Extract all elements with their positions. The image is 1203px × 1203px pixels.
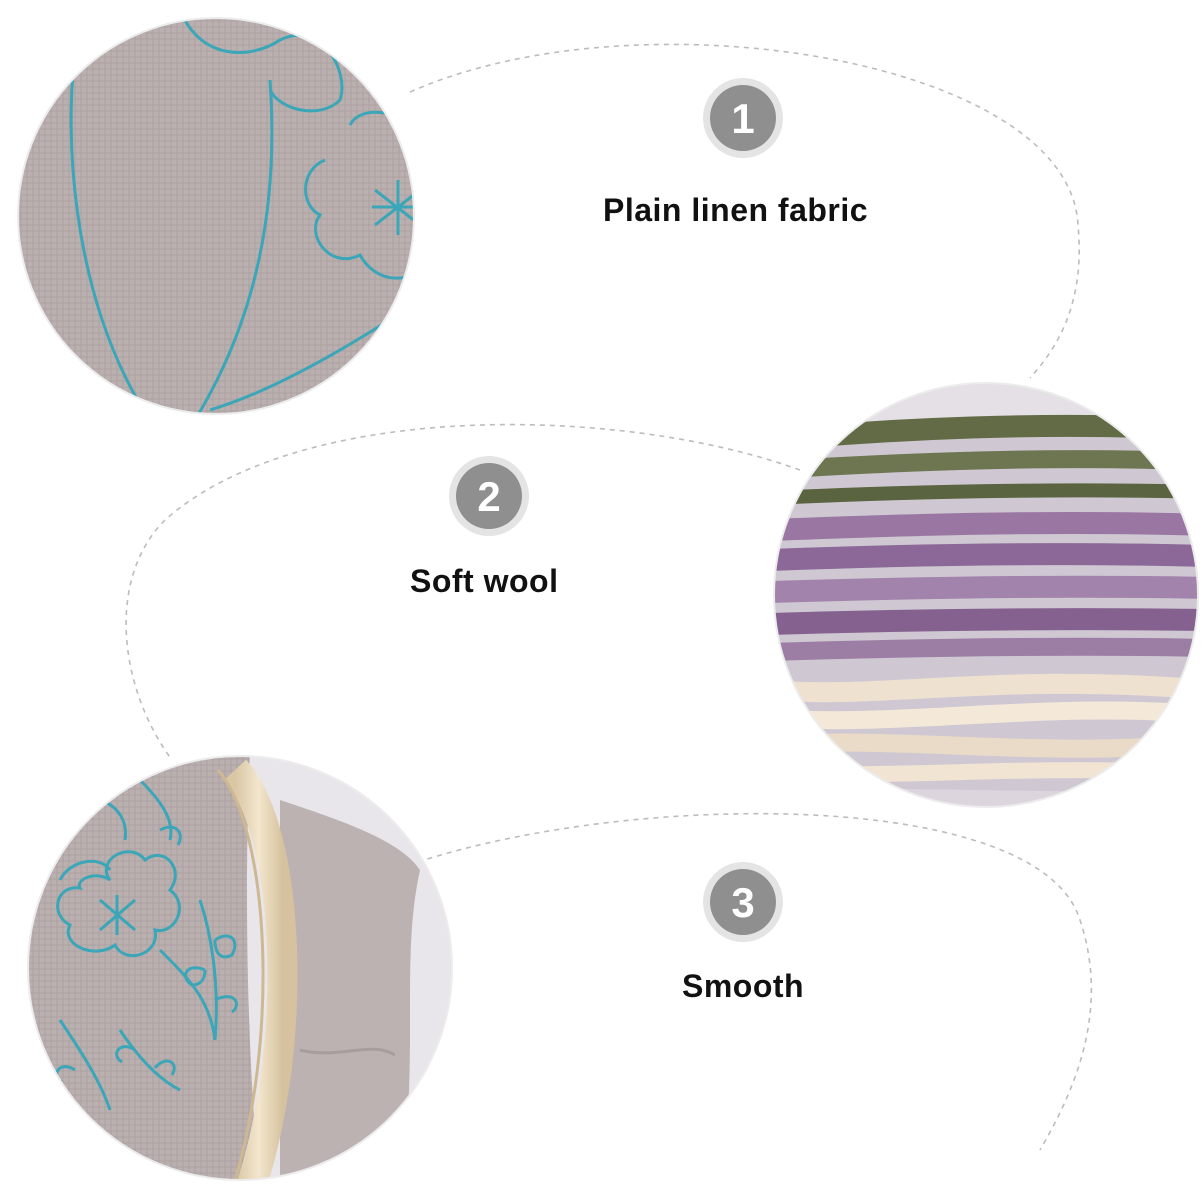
- feature-label-soft-wool: Soft wool: [410, 563, 559, 599]
- badge-number-1: 1: [731, 95, 754, 142]
- numbered-circle-badge-2: 2: [449, 456, 529, 536]
- feature-label-plain-linen-fabric: Plain linen fabric: [603, 192, 869, 228]
- numbered-circle-badge-1: 1: [703, 78, 783, 158]
- feature-label-smooth: Smooth: [682, 968, 805, 1004]
- badge-number-3: 3: [731, 879, 754, 926]
- connector-bottom: [417, 812, 1093, 1151]
- wool-thread-skeins-photo: [774, 383, 1198, 807]
- numbered-circle-badge-3: 3: [703, 862, 783, 942]
- dashed-connectors: [125, 43, 1093, 1151]
- embroidery-hoop-fabric-photo: [28, 756, 452, 1180]
- badge-number-2: 2: [477, 473, 500, 520]
- connector-top: [409, 43, 1080, 379]
- linen-fabric-closeup-photo: [18, 18, 414, 414]
